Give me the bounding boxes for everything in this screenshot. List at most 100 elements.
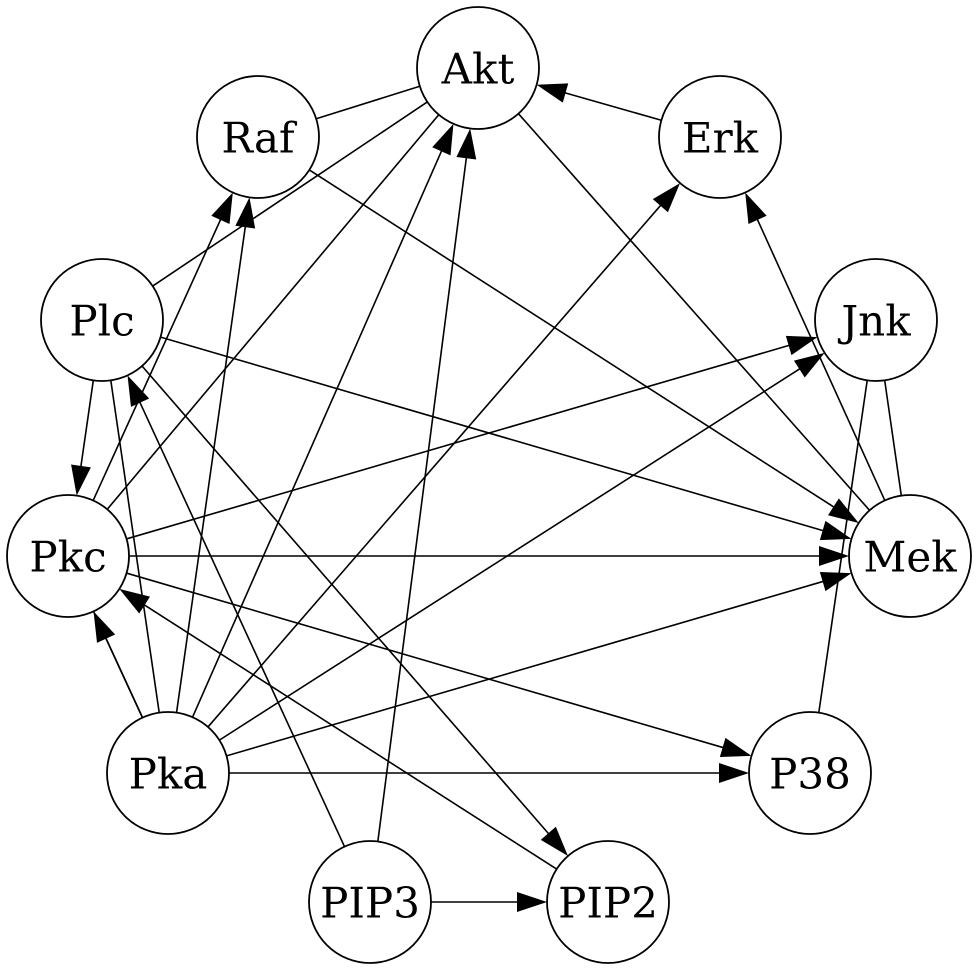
edge-pkc-p38	[126, 572, 752, 758]
edge-line	[377, 154, 468, 842]
node-circle	[40, 258, 164, 382]
edges-layer	[71, 83, 903, 912]
node-label: PIP2	[558, 879, 658, 928]
node-pip3: PIP3	[308, 840, 432, 964]
edge-mek-jnk	[883, 380, 903, 496]
edge-akt-mek	[517, 113, 871, 511]
node-label: Akt	[441, 45, 515, 94]
node-pip2: PIP2	[546, 840, 670, 964]
node-circle	[196, 75, 320, 199]
arrowhead-icon	[745, 192, 767, 225]
arrowhead-icon	[819, 546, 849, 566]
arrowhead-icon	[517, 892, 547, 912]
edge-plc-mek	[160, 336, 852, 541]
edge-raf-mek	[308, 169, 859, 524]
edge-line	[175, 223, 247, 713]
edge-mek-erk	[745, 192, 886, 501]
edge-plc-pkc	[71, 380, 95, 496]
edge-line	[103, 634, 144, 718]
edge-plc-pka	[110, 380, 160, 713]
node-circle	[6, 494, 130, 618]
arrowhead-icon	[719, 737, 752, 758]
arrowhead-icon	[456, 128, 477, 160]
edge-pkc-akt	[106, 114, 440, 510]
edge-line	[141, 365, 552, 837]
edge-pip3-akt	[377, 128, 477, 842]
node-circle	[546, 840, 670, 964]
edge-line	[561, 91, 662, 122]
edge-pip3-plc	[127, 375, 346, 847]
edge-plc-akt	[152, 101, 428, 287]
edge-line	[137, 398, 346, 847]
node-circle	[848, 494, 972, 618]
edge-line	[140, 602, 558, 870]
arrowhead-icon	[235, 197, 256, 229]
arrowhead-icon	[93, 611, 116, 643]
edge-line	[92, 215, 223, 501]
arrowhead-icon	[432, 123, 454, 156]
edge-pka-pkc	[93, 611, 144, 718]
arrowhead-icon	[785, 335, 818, 356]
node-circle	[814, 258, 938, 382]
node-label: PIP3	[320, 879, 420, 928]
node-label: Raf	[221, 114, 298, 163]
edge-pka-akt	[191, 123, 454, 718]
edge-line	[126, 572, 727, 750]
arrowhead-icon	[719, 763, 749, 783]
edge-line	[110, 380, 160, 713]
arrowhead-icon	[652, 183, 681, 213]
node-pka: Pka	[106, 711, 230, 835]
arrowhead-icon	[127, 375, 150, 407]
edge-plc-pip2	[141, 365, 568, 856]
node-plc: Plc	[40, 258, 164, 382]
arrowhead-icon	[819, 520, 852, 541]
node-raf: Raf	[196, 75, 320, 199]
node-label: Pka	[129, 750, 208, 799]
edge-line	[106, 114, 440, 510]
edge-pkc-raf	[92, 192, 233, 501]
arrowhead-icon	[536, 83, 569, 103]
node-pkc: Pkc	[6, 494, 130, 618]
edge-line	[226, 579, 827, 757]
edge-line	[126, 343, 793, 540]
arrowhead-icon	[540, 826, 568, 856]
node-label: P38	[769, 750, 851, 799]
node-circle	[308, 840, 432, 964]
node-jnk: Jnk	[814, 258, 938, 382]
edge-line	[315, 85, 421, 120]
edge-pip3-pip2	[431, 892, 547, 912]
edge-line	[79, 380, 95, 471]
edge-raf-akt	[315, 85, 421, 120]
node-label: Plc	[69, 297, 134, 346]
edge-line	[218, 366, 804, 741]
node-akt: Akt	[416, 6, 540, 130]
node-p38: P38	[748, 711, 872, 835]
edge-line	[191, 147, 444, 718]
arrowhead-icon	[211, 192, 233, 225]
edge-pkc-mek	[129, 546, 849, 566]
node-mek: Mek	[848, 494, 972, 618]
node-circle	[658, 75, 782, 199]
edge-line	[308, 169, 838, 510]
node-circle	[106, 711, 230, 835]
edge-erk-akt	[536, 83, 662, 122]
edge-pka-erk	[207, 183, 681, 728]
arrowhead-icon	[819, 571, 852, 592]
node-erk: Erk	[658, 75, 782, 199]
edge-pka-jnk	[218, 352, 825, 741]
node-label: Mek	[863, 533, 957, 582]
edge-pka-mek	[226, 571, 852, 757]
edge-line	[883, 380, 903, 496]
node-label: Pkc	[29, 533, 106, 582]
edge-line	[207, 202, 664, 728]
node-label: Jnk	[837, 297, 911, 346]
edge-pka-raf	[175, 197, 256, 713]
arrowhead-icon	[793, 352, 825, 378]
arrowhead-icon	[119, 588, 151, 614]
arrowhead-icon	[71, 464, 91, 496]
arrowhead-icon	[828, 498, 859, 524]
node-label: Erk	[682, 114, 759, 163]
node-circle	[416, 6, 540, 130]
